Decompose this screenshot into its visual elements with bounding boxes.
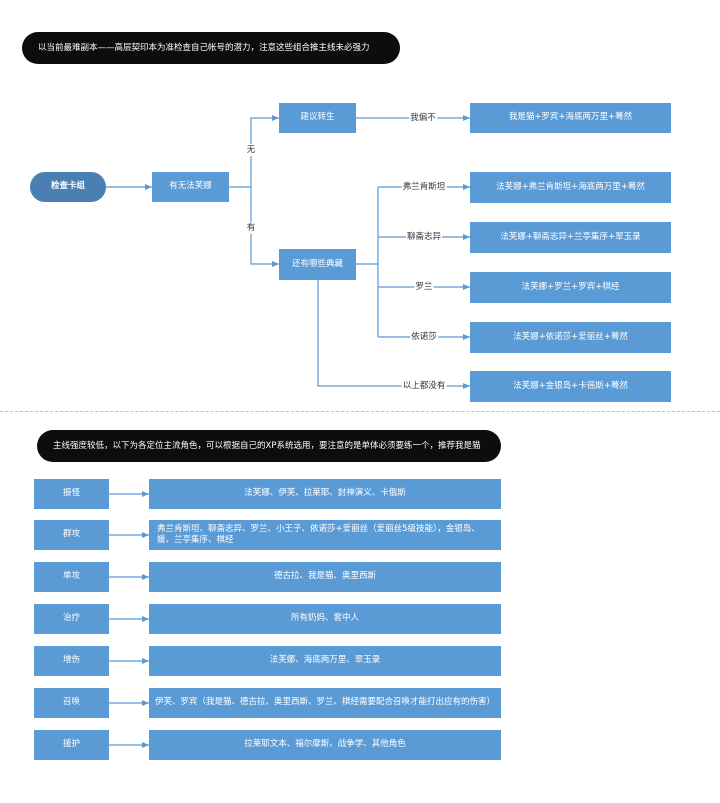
role-box: 单攻 [34,562,109,592]
no-node: 建议转生 [279,103,356,133]
option-label: 依诺莎 [410,331,438,343]
role-chars: 法芙娜、伊芙、拉莱耶、封神演义、卡俄斯 [149,479,501,509]
role-chars: 弗兰肯斯坦、聊斋志异、罗兰、小王子、依诺莎+爱丽丝（爱丽丝5级技能），金银岛、媛… [149,520,501,550]
role-chars: 所有奶妈、套中人 [149,604,501,634]
option-result: 法芙娜+聊斋志异+兰亭集序+翠玉录 [470,222,671,253]
option-label: 以上都没有 [401,380,447,392]
section-divider [0,411,720,412]
option-result: 法芙娜+弗兰肯斯坦+海底两万里+蓦然 [470,172,671,203]
role-box: 治疗 [34,604,109,634]
role-box: 振怪 [34,479,109,509]
role-chars: 德古拉、我是猫、奥里西斯 [149,562,501,592]
yes-node: 还有哪些典藏 [279,249,356,280]
no-edge-label: 我偏不 [409,112,437,124]
role-box: 增伤 [34,646,109,676]
branch-no-label: 无 [245,144,257,156]
start-node: 检查卡组 [30,172,106,202]
section2-title: 主线强度较低，以下为各定位主流角色，可以根据自己的XP系统选用，要注意的是单体必… [37,430,501,462]
option-label: 罗兰 [414,281,434,293]
option-result: 法芙娜+金银岛+卡徭斯+蓦然 [470,371,671,402]
no-result: 我是猫+罗宾+海底两万里+蓦然 [470,103,671,133]
branch-yes-label: 有 [245,222,257,234]
section1-title: 以当前最难副本——高层契印本为准检查自己帐号的潜力，注意这些组合推主线未必强力 [22,32,400,64]
decision-node: 有无法芙娜 [152,172,229,202]
option-label: 聊斋志异 [405,231,443,243]
role-box: 群攻 [34,520,109,550]
role-box: 召唤 [34,688,109,718]
role-chars: 拉莱耶文本、福尔摩斯、战争学、其他角色 [149,730,501,760]
role-chars: 伊芙、罗宾（我是猫、德古拉、奥里西斯、罗兰、棋经需要配合召唤才能打出应有的伤害） [149,688,501,718]
role-box: 援护 [34,730,109,760]
option-result: 法芙娜+依诺莎+爱丽丝+蓦然 [470,322,671,353]
option-label: 弗兰肯斯坦 [401,181,447,193]
role-chars: 法芙娜、海底两万里、翠玉录 [149,646,501,676]
option-result: 法芙娜+罗兰+罗宾+棋经 [470,272,671,303]
